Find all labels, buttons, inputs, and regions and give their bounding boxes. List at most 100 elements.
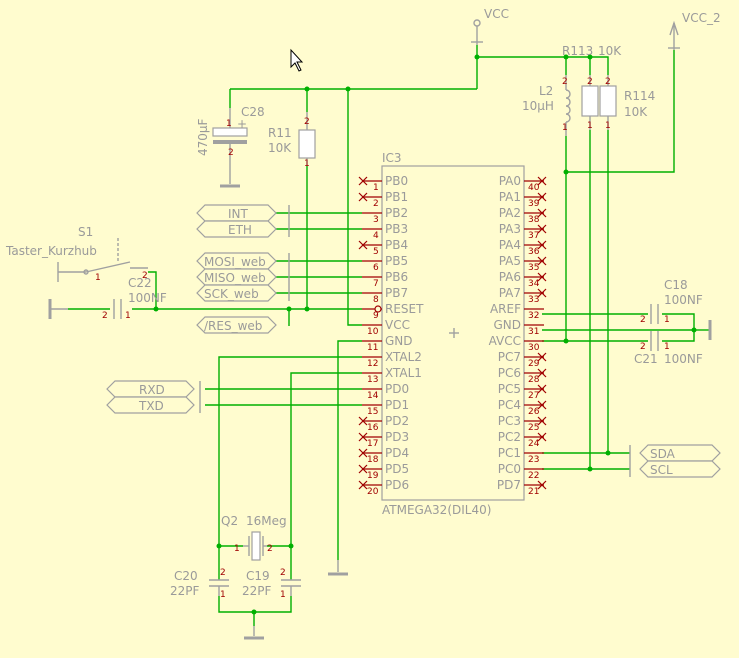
capacitor-c18[interactable]: C18 100NF 2 1	[640, 278, 703, 325]
ic3-pin-number: 19	[367, 471, 379, 481]
resistor-r11[interactable]: R11 10K 2 1	[268, 112, 316, 169]
c28-plus-label: +	[237, 117, 247, 131]
ic3-pin-label: PC3	[498, 414, 521, 428]
ic3-pin-number: 28	[528, 375, 540, 385]
svg-text:RXD: RXD	[139, 383, 165, 397]
r114-pin1: 1	[605, 121, 611, 131]
resistor-r114[interactable]: R114 10K 2 1	[599, 75, 655, 131]
switch-s1[interactable]: S1 Taster_Kurzhub 1 2	[5, 225, 148, 283]
l2-name-label: L2	[539, 84, 553, 98]
ic3-pin-label: PB1	[385, 190, 408, 204]
ic3-pin-number: 14	[367, 391, 379, 401]
q2-value-label: 16Meg	[246, 514, 287, 528]
ic3-pin-label: PC5	[498, 382, 521, 396]
net-label-scl: SCL	[639, 460, 721, 478]
ic3-pin-number: 24	[528, 439, 540, 449]
ic3-pin-label: PD5	[385, 462, 409, 476]
ic3-pin-number: 1	[373, 183, 379, 193]
ic3-pin-number: 29	[528, 359, 540, 369]
ic3-pin-label: AREF	[490, 302, 521, 316]
vcc2-supply: VCC_2	[668, 11, 721, 50]
capacitor-c21[interactable]: C21 100NF 2 1	[634, 331, 703, 366]
capacitor-c19[interactable]: C19 22PF 2 1	[242, 568, 301, 600]
crystal-q2[interactable]: Q2 16Meg 1 2	[221, 514, 287, 561]
r113-value-label: 10K	[598, 44, 622, 58]
ic3-pin-label: GND	[493, 318, 521, 332]
vcc-label: VCC	[484, 7, 509, 21]
capacitor-c22[interactable]: C22 100NF 2 1	[102, 276, 167, 321]
l2-pin1: 1	[562, 123, 568, 133]
r113-name-label: R113	[562, 44, 593, 58]
net-label-txd: TXD	[106, 396, 195, 414]
ic3-pin-label: PC1	[498, 446, 521, 460]
net-label-int: INT	[196, 204, 277, 222]
c28-pin2: 2	[228, 148, 234, 158]
ic3-pin-number: 18	[367, 455, 379, 465]
resistor-r113[interactable]: R113 10K 2 1	[562, 44, 622, 131]
c22-value-label: 100NF	[128, 291, 167, 305]
r113-pin2: 2	[587, 77, 593, 87]
capacitor-c28[interactable]: C28 + 1 2 470µF	[196, 105, 265, 162]
ic3-pin-number: 32	[528, 311, 539, 321]
ic3-pin-number: 38	[528, 215, 540, 225]
ic3-pin-number: 13	[367, 375, 378, 385]
svg-text:SCL: SCL	[650, 463, 673, 477]
inductor-l2[interactable]: L2 10µH 2 1	[522, 75, 571, 136]
svg-text:SDA: SDA	[650, 447, 676, 461]
ic3-pin-label: PA0	[499, 174, 521, 188]
ic3-pin-aref[interactable]: 32 AREF	[490, 302, 544, 321]
net-label-eth: ETH	[196, 220, 277, 238]
svg-text:INT: INT	[228, 207, 249, 221]
ic3-pin-number: 8	[373, 295, 379, 305]
ic3-pin-number: 9	[373, 311, 379, 321]
capacitor-c20[interactable]: C20 22PF 2 1	[170, 568, 229, 600]
ic3-pin-number: 5	[373, 247, 379, 257]
c22-pin2: 2	[102, 311, 108, 321]
ic3-pin-pd5[interactable]: 19 PD5	[358, 462, 409, 481]
r113-pin1: 1	[587, 121, 593, 131]
ic3-right-pins: 40PA039PA138PA237PA336PA435PA534PA633PA7…	[489, 174, 547, 497]
